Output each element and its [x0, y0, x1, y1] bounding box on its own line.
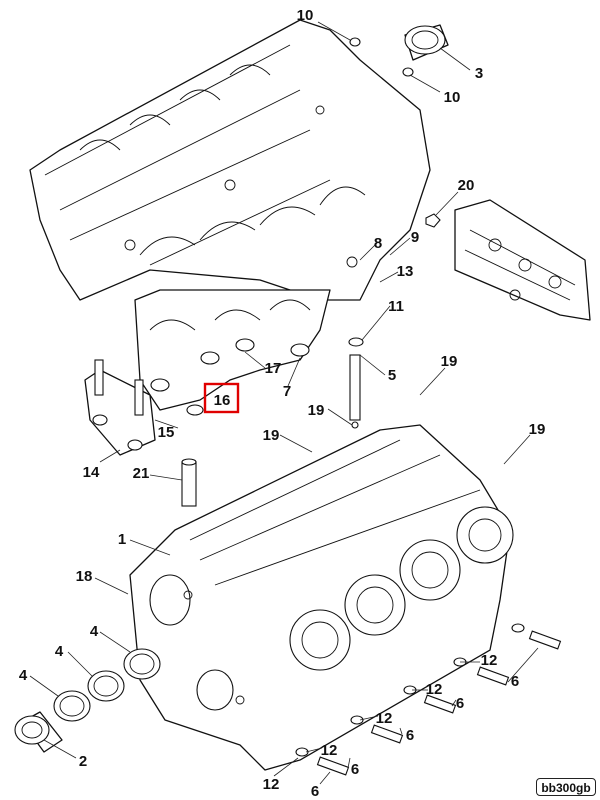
- callout-3[interactable]: 3: [475, 65, 483, 82]
- callout-19-d[interactable]: 19: [529, 421, 546, 438]
- reference-code-label: bb300gb: [536, 778, 596, 796]
- callout-6-a[interactable]: 6: [511, 673, 519, 690]
- main-bearing-cap: [84, 359, 156, 456]
- callout-19-c[interactable]: 19: [263, 427, 280, 444]
- callout-12-a[interactable]: 12: [481, 652, 498, 669]
- callout-17[interactable]: 17: [265, 360, 282, 377]
- bearing-shell: [404, 24, 449, 61]
- callout-6-c[interactable]: 6: [406, 727, 414, 744]
- callout-6-b[interactable]: 6: [456, 695, 464, 712]
- cam-bushings: [14, 648, 161, 753]
- callout-4-a[interactable]: 4: [90, 623, 99, 640]
- callout-8[interactable]: 8: [374, 235, 382, 252]
- callout-4-c[interactable]: 4: [19, 667, 28, 684]
- callout-1[interactable]: 1: [118, 531, 126, 548]
- callout-14[interactable]: 14: [83, 464, 100, 481]
- callout-5[interactable]: 5: [388, 367, 396, 384]
- callout-11[interactable]: 11: [388, 298, 404, 315]
- callout-9[interactable]: 9: [411, 229, 419, 246]
- crankcase-section: [454, 199, 591, 321]
- callout-15[interactable]: 15: [158, 424, 175, 441]
- callout-12-e[interactable]: 12: [263, 776, 280, 793]
- callout-6-e[interactable]: 6: [311, 783, 319, 800]
- upper-crankcase: [29, 19, 431, 301]
- cylinder-block: [129, 424, 514, 771]
- callout-20[interactable]: 20: [458, 177, 475, 194]
- callout-18[interactable]: 18: [76, 568, 93, 585]
- callout-12-d[interactable]: 12: [321, 742, 338, 759]
- callout-12-c[interactable]: 12: [376, 710, 393, 727]
- callout-16[interactable]: 16: [214, 392, 231, 409]
- callout-2[interactable]: 2: [79, 753, 87, 770]
- callout-10-right[interactable]: 10: [444, 89, 461, 106]
- callout-19-b[interactable]: 19: [308, 402, 325, 419]
- callout-labels: 10 3 10 20 9 8 13 11 17 7 16 5 19 19 15 …: [19, 7, 546, 800]
- callout-21[interactable]: 21: [133, 465, 150, 482]
- callout-10-top[interactable]: 10: [297, 7, 314, 24]
- small-fasteners: [181, 37, 441, 507]
- callout-4-b[interactable]: 4: [55, 643, 64, 660]
- callout-12-b[interactable]: 12: [426, 681, 443, 698]
- bearing-cap-assembly: [134, 289, 331, 416]
- callout-7[interactable]: 7: [283, 383, 291, 400]
- callout-6-d[interactable]: 6: [351, 761, 359, 778]
- callout-13[interactable]: 13: [397, 263, 414, 280]
- bolts-and-washers: [295, 623, 562, 776]
- highlight-box-16: [203, 382, 240, 414]
- callout-19-a[interactable]: 19: [441, 353, 458, 370]
- leader-lines: [29, 21, 539, 785]
